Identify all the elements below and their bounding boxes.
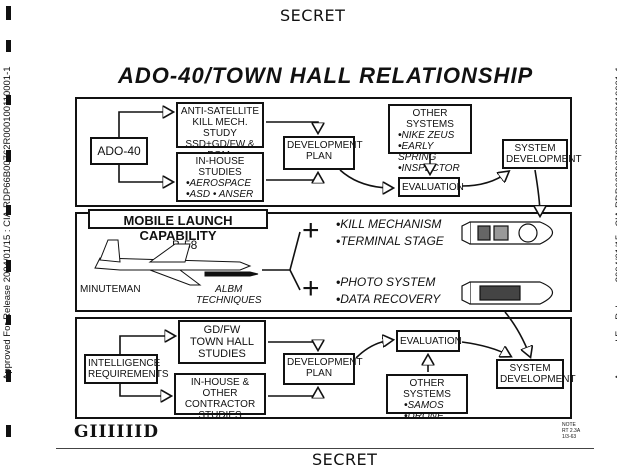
middle-panel <box>75 212 572 312</box>
classification-header: SECRET <box>280 6 346 25</box>
development-plan-box-bottom: DEVELOPMENT PLAN <box>283 353 363 385</box>
minuteman-label: MINUTEMAN <box>80 284 141 295</box>
other-system-item: DRONE <box>404 411 464 422</box>
corner-note: NOTE RT 2.3A 1/3-63 <box>562 422 580 440</box>
inhouse-item: ASD • ANSER <box>186 189 260 200</box>
corner-note-line: 1/3-63 <box>562 434 577 440</box>
dev-plan-line-2: PLAN <box>305 151 333 162</box>
system-dev-line-2: DEVELOPMENT <box>500 374 576 385</box>
page-title: ADO-40/TOWN HALL RELATIONSHIP <box>118 63 534 88</box>
evaluation-box-bottom: EVALUATION <box>396 330 462 352</box>
inhouse-other-box: IN-HOUSE & OTHER CONTRACTOR STUDIES <box>174 373 266 421</box>
warhead-icon <box>461 221 554 245</box>
plus-sign-photo: + <box>302 272 320 305</box>
system-development-box-bottom: SYSTEM DEVELOPMENT <box>496 359 576 389</box>
albm-line-2: TECHNIQUES <box>196 295 262 306</box>
gdfw-line-1: GD/FW <box>203 324 241 336</box>
plus-sign-kill: + <box>302 214 320 247</box>
other-system-item: NIKE ZEUS <box>398 130 468 141</box>
evaluation-box-top: EVALUATION <box>398 177 464 197</box>
system-dev-line-1: SYSTEM <box>514 143 556 154</box>
other-system-item: EARLY SPRING <box>398 141 468 163</box>
mobile-launch-label: MOBILE LAUNCH CAPABILITY <box>123 213 233 243</box>
kill-item: KILL MECHANISM <box>336 216 444 233</box>
arrow <box>266 174 318 180</box>
photo-item: PHOTO SYSTEM <box>336 274 440 291</box>
evaluation-label: EVALUATION <box>402 182 464 193</box>
gdfw-studies-box: GD/FW TOWN HALL STUDIES <box>178 320 266 364</box>
evaluation-label: EVALUATION <box>400 336 462 347</box>
other-systems-box-bottom: OTHER SYSTEMS SAMOS DRONE <box>386 374 468 422</box>
arrow <box>118 165 172 182</box>
anti-sat-line-2: KILL MECH. STUDY <box>192 117 248 139</box>
top-panel <box>75 97 572 207</box>
arrow <box>355 340 392 359</box>
connector <box>262 231 301 271</box>
arrow <box>119 336 174 354</box>
arrow <box>535 169 540 215</box>
other-system-item: SAMOS <box>404 400 464 411</box>
anti-satellite-box: ANTI-SATELLITE KILL MECH. STUDY SSD+GD/F… <box>176 102 264 161</box>
arrow <box>268 342 318 349</box>
inhouse-other-line-1: IN-HOUSE & OTHER <box>190 377 250 399</box>
arrow <box>119 384 170 396</box>
gdfw-line-3: STUDIES <box>198 348 246 360</box>
dev-plan-line-1: DEVELOPMENT <box>287 140 363 151</box>
albm-label: ALBM TECHNIQUES <box>196 284 262 306</box>
kill-list: KILL MECHANISM TERMINAL STAGE <box>336 216 444 250</box>
mobile-launch-box: MOBILE LAUNCH CAPABILITY <box>88 209 268 243</box>
photo-capsule-icon <box>461 281 554 305</box>
kill-item: TERMINAL STAGE <box>336 233 444 250</box>
arrow <box>118 112 172 137</box>
arrow <box>504 311 530 356</box>
arrow <box>268 389 318 396</box>
other-systems-title: OTHER SYSTEMS <box>406 108 454 130</box>
dev-plan-line-2: PLAN <box>305 368 333 379</box>
gd-logo: GIIIIIID <box>74 422 159 442</box>
ado40-box: ADO-40 <box>90 137 148 165</box>
corner-note-line: NOTE <box>562 422 576 428</box>
other-systems-title: OTHER SYSTEMS <box>403 378 451 400</box>
ado40-label: ADO-40 <box>97 144 141 158</box>
system-dev-line-2: DEVELOPMENT <box>506 154 582 165</box>
system-dev-line-1: SYSTEM <box>509 363 551 374</box>
bottom-panel <box>75 317 572 419</box>
arrow <box>461 341 510 356</box>
inhouse-title: IN-HOUSE STUDIES <box>195 156 245 178</box>
inhouse-other-line-3: STUDIES <box>198 410 242 421</box>
inhouse-studies-box: IN-HOUSE STUDIES AEROSPACE ASD • ANSER <box>176 152 264 202</box>
connector <box>289 269 301 291</box>
system-development-box-top: SYSTEM DEVELOPMENT <box>502 139 582 169</box>
arrow <box>461 172 508 187</box>
inhouse-item: AEROSPACE <box>186 178 260 189</box>
dev-plan-line-1: DEVELOPMENT <box>287 357 363 368</box>
inhouse-other-line-2: CONTRACTOR <box>184 399 256 410</box>
arrow <box>339 169 392 188</box>
albm-line-1: ALBM <box>215 284 243 295</box>
photo-list: PHOTO SYSTEM DATA RECOVERY <box>336 274 440 308</box>
footer-divider <box>56 448 594 449</box>
intel-line-2: REQUIREMENTS <box>88 369 169 380</box>
b58-aircraft-icon <box>94 239 259 286</box>
intelligence-box: INTELLIGENCE REQUIREMENTS <box>84 354 169 384</box>
arrow <box>266 121 318 132</box>
anti-sat-line-1: ANTI-SATELLITE <box>180 106 260 117</box>
corner-note-line: RT 2.3A <box>562 428 581 434</box>
classification-footer: SECRET <box>312 450 378 469</box>
development-plan-box-top: DEVELOPMENT PLAN <box>283 136 363 170</box>
photo-item: DATA RECOVERY <box>336 291 440 308</box>
gdfw-line-2: TOWN HALL <box>190 336 254 348</box>
intel-line-1: INTELLIGENCE <box>88 358 161 369</box>
